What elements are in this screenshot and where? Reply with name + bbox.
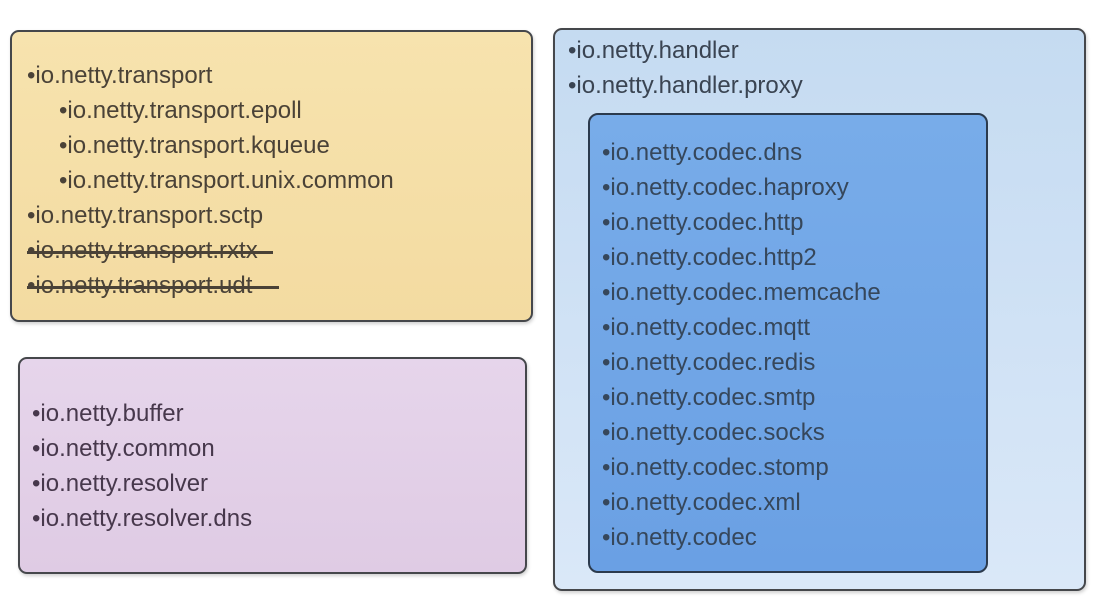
package-item-label: •io.netty.codec.http2 (602, 244, 817, 271)
package-item-label: •io.netty.codec.haproxy (602, 174, 849, 201)
package-item-strikethrough: •io.netty.transport.udt (27, 268, 531, 303)
package-item: •io.netty.transport (27, 58, 531, 93)
package-item-label: •io.netty.codec.smtp (602, 384, 816, 411)
package-item-label: •io.netty.handler (568, 37, 739, 64)
package-item: •io.netty.transport.kqueue (59, 128, 531, 163)
package-item-label: •io.netty.common (32, 435, 215, 462)
package-item: •io.netty.codec.dns (602, 135, 986, 170)
package-item: •io.netty.transport.sctp (27, 198, 531, 233)
package-item: •io.netty.transport.unix.common (59, 163, 531, 198)
package-item-label: •io.netty.resolver.dns (32, 505, 253, 532)
package-item-strikethrough: •io.netty.transport.rxtx (27, 233, 531, 268)
package-item-label: •io.netty.codec.http (602, 209, 804, 236)
package-item: •io.netty.resolver (32, 466, 525, 501)
package-item: •io.netty.codec.redis (602, 345, 986, 380)
package-item-label: •io.netty.codec.socks (602, 419, 825, 446)
package-item: •io.netty.codec.memcache (602, 275, 986, 310)
package-item: •io.netty.codec.socks (602, 415, 986, 450)
package-item-label: •io.netty.transport (27, 62, 213, 89)
package-item-label: •io.netty.transport.unix.common (59, 167, 394, 194)
package-item-label: •io.netty.transport.kqueue (59, 132, 330, 159)
package-item-label: •io.netty.codec.dns (602, 139, 803, 166)
codec-packages-box: •io.netty.codec.dns •io.netty.codec.hapr… (588, 113, 988, 573)
package-item: •io.netty.resolver.dns (32, 501, 525, 536)
package-item: •io.netty.codec.stomp (602, 450, 986, 485)
package-item: •io.netty.codec.http2 (602, 240, 986, 275)
package-item: •io.netty.handler.proxy (568, 68, 1084, 103)
package-item: •io.netty.common (32, 431, 525, 466)
package-item: •io.netty.codec.xml (602, 485, 986, 520)
package-item-label: •io.netty.codec.memcache (602, 279, 881, 306)
package-item-label: •io.netty.transport.rxtx (27, 233, 273, 268)
package-item-label: •io.netty.codec.stomp (602, 454, 829, 481)
package-item: •io.netty.buffer (32, 396, 525, 431)
package-item-label: •io.netty.codec.redis (602, 349, 816, 376)
transport-packages-box: •io.netty.transport •io.netty.transport.… (10, 30, 533, 322)
package-item: •io.netty.codec.haproxy (602, 170, 986, 205)
package-item-label: •io.netty.codec.mqtt (602, 314, 811, 341)
package-item-label: •io.netty.transport.udt (27, 268, 280, 303)
package-item-label: •io.netty.transport.sctp (27, 202, 264, 229)
package-item: •io.netty.codec.mqtt (602, 310, 986, 345)
package-item-label: •io.netty.transport.epoll (59, 97, 302, 124)
package-item: •io.netty.codec.http (602, 205, 986, 240)
handler-packages-box: •io.netty.handler •io.netty.handler.prox… (553, 28, 1086, 591)
package-item-label: •io.netty.buffer (32, 400, 184, 427)
package-item: •io.netty.codec (602, 520, 986, 555)
package-item-label: •io.netty.resolver (32, 470, 209, 497)
core-packages-box: •io.netty.buffer •io.netty.common •io.ne… (18, 357, 527, 574)
package-item: •io.netty.transport.epoll (59, 93, 531, 128)
package-item-label: •io.netty.handler.proxy (568, 72, 803, 99)
package-item-label: •io.netty.codec (602, 524, 757, 551)
package-item: •io.netty.codec.smtp (602, 380, 986, 415)
package-item: •io.netty.handler (568, 33, 1084, 68)
package-item-label: •io.netty.codec.xml (602, 489, 801, 516)
